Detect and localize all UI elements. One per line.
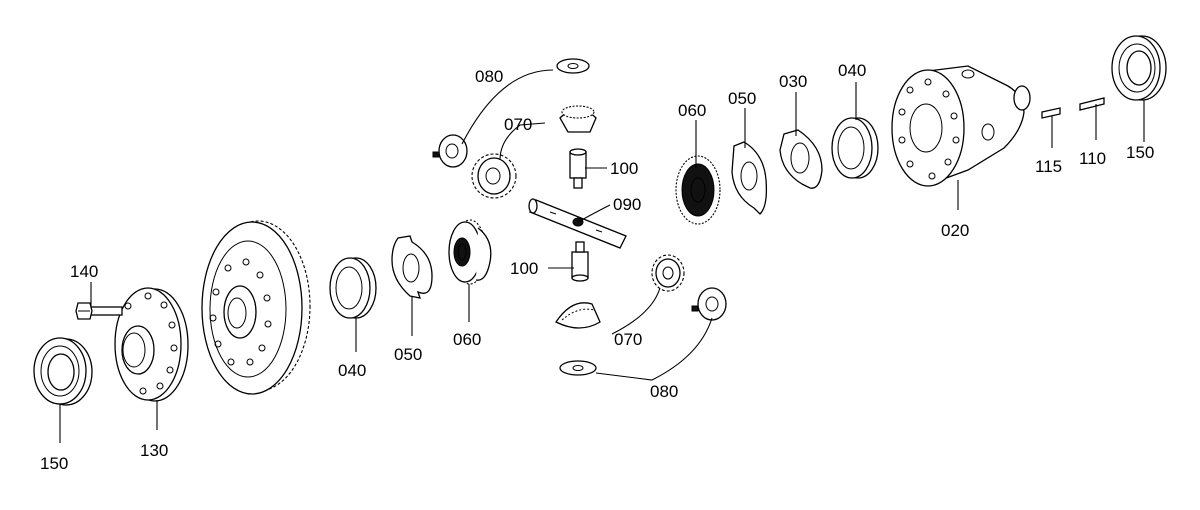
callout-090: 090 <box>613 195 641 214</box>
part-ring-gear <box>201 220 311 395</box>
callout-060-right: 060 <box>678 101 706 120</box>
callout-150-right: 150 <box>1126 143 1154 162</box>
part-040-washer-left <box>329 257 377 319</box>
callout-040-left: 040 <box>338 361 366 380</box>
callout-060-left: 060 <box>453 330 481 349</box>
callout-050-right: 050 <box>728 89 756 108</box>
part-070-pinion-top <box>471 105 597 199</box>
part-140-bolt <box>75 302 123 320</box>
callout-080-top: 080 <box>475 67 503 86</box>
callout-labels: 080 070 100 090 100 070 080 060 050 030 … <box>40 61 1154 473</box>
part-090-cross-shaft <box>528 198 627 249</box>
leader-080-bottom <box>595 317 713 381</box>
callout-100-bottom: 100 <box>510 259 538 278</box>
callout-110: 110 <box>1079 149 1106 168</box>
callout-070-bottom: 070 <box>614 330 642 349</box>
part-040-washer-right <box>831 117 879 179</box>
leader-070-bottom <box>611 287 661 335</box>
callout-040-right: 040 <box>838 61 866 80</box>
part-080-thrust-washer-top <box>432 58 590 168</box>
callout-130: 130 <box>140 441 168 460</box>
part-115-pin <box>1041 107 1061 119</box>
callout-050-left: 050 <box>394 345 422 364</box>
part-130-flange <box>114 287 189 402</box>
part-020-differential-housing <box>891 65 1031 187</box>
callout-115: 115 <box>1035 157 1062 176</box>
leader-070-top <box>499 122 546 161</box>
part-030-thrust-washer <box>779 129 823 189</box>
part-080-thrust-washer-bottom <box>559 287 727 376</box>
leader-080-top <box>461 69 554 145</box>
part-050-thrust-washer-right <box>731 141 768 215</box>
callout-070-top: 070 <box>504 115 532 134</box>
part-070-pinion-bottom <box>555 254 685 329</box>
part-060-side-gear-right <box>675 155 721 225</box>
part-100-pin-top <box>569 148 587 189</box>
part-050-thrust-washer-left <box>391 235 433 299</box>
callout-080-bottom: 080 <box>650 382 678 401</box>
leader-090 <box>577 204 611 223</box>
part-060-side-gear-left <box>448 219 492 285</box>
callout-140: 140 <box>70 262 98 281</box>
part-100-pin-bottom <box>571 241 589 282</box>
part-110-pin <box>1079 97 1105 111</box>
leader-lines <box>59 69 1145 443</box>
part-150-bearing-left <box>33 337 93 406</box>
callout-100-top: 100 <box>610 159 638 178</box>
part-150-bearing-right <box>1111 35 1167 101</box>
callout-150-left: 150 <box>40 454 68 473</box>
callout-020: 020 <box>941 221 969 240</box>
callout-030: 030 <box>779 72 807 91</box>
